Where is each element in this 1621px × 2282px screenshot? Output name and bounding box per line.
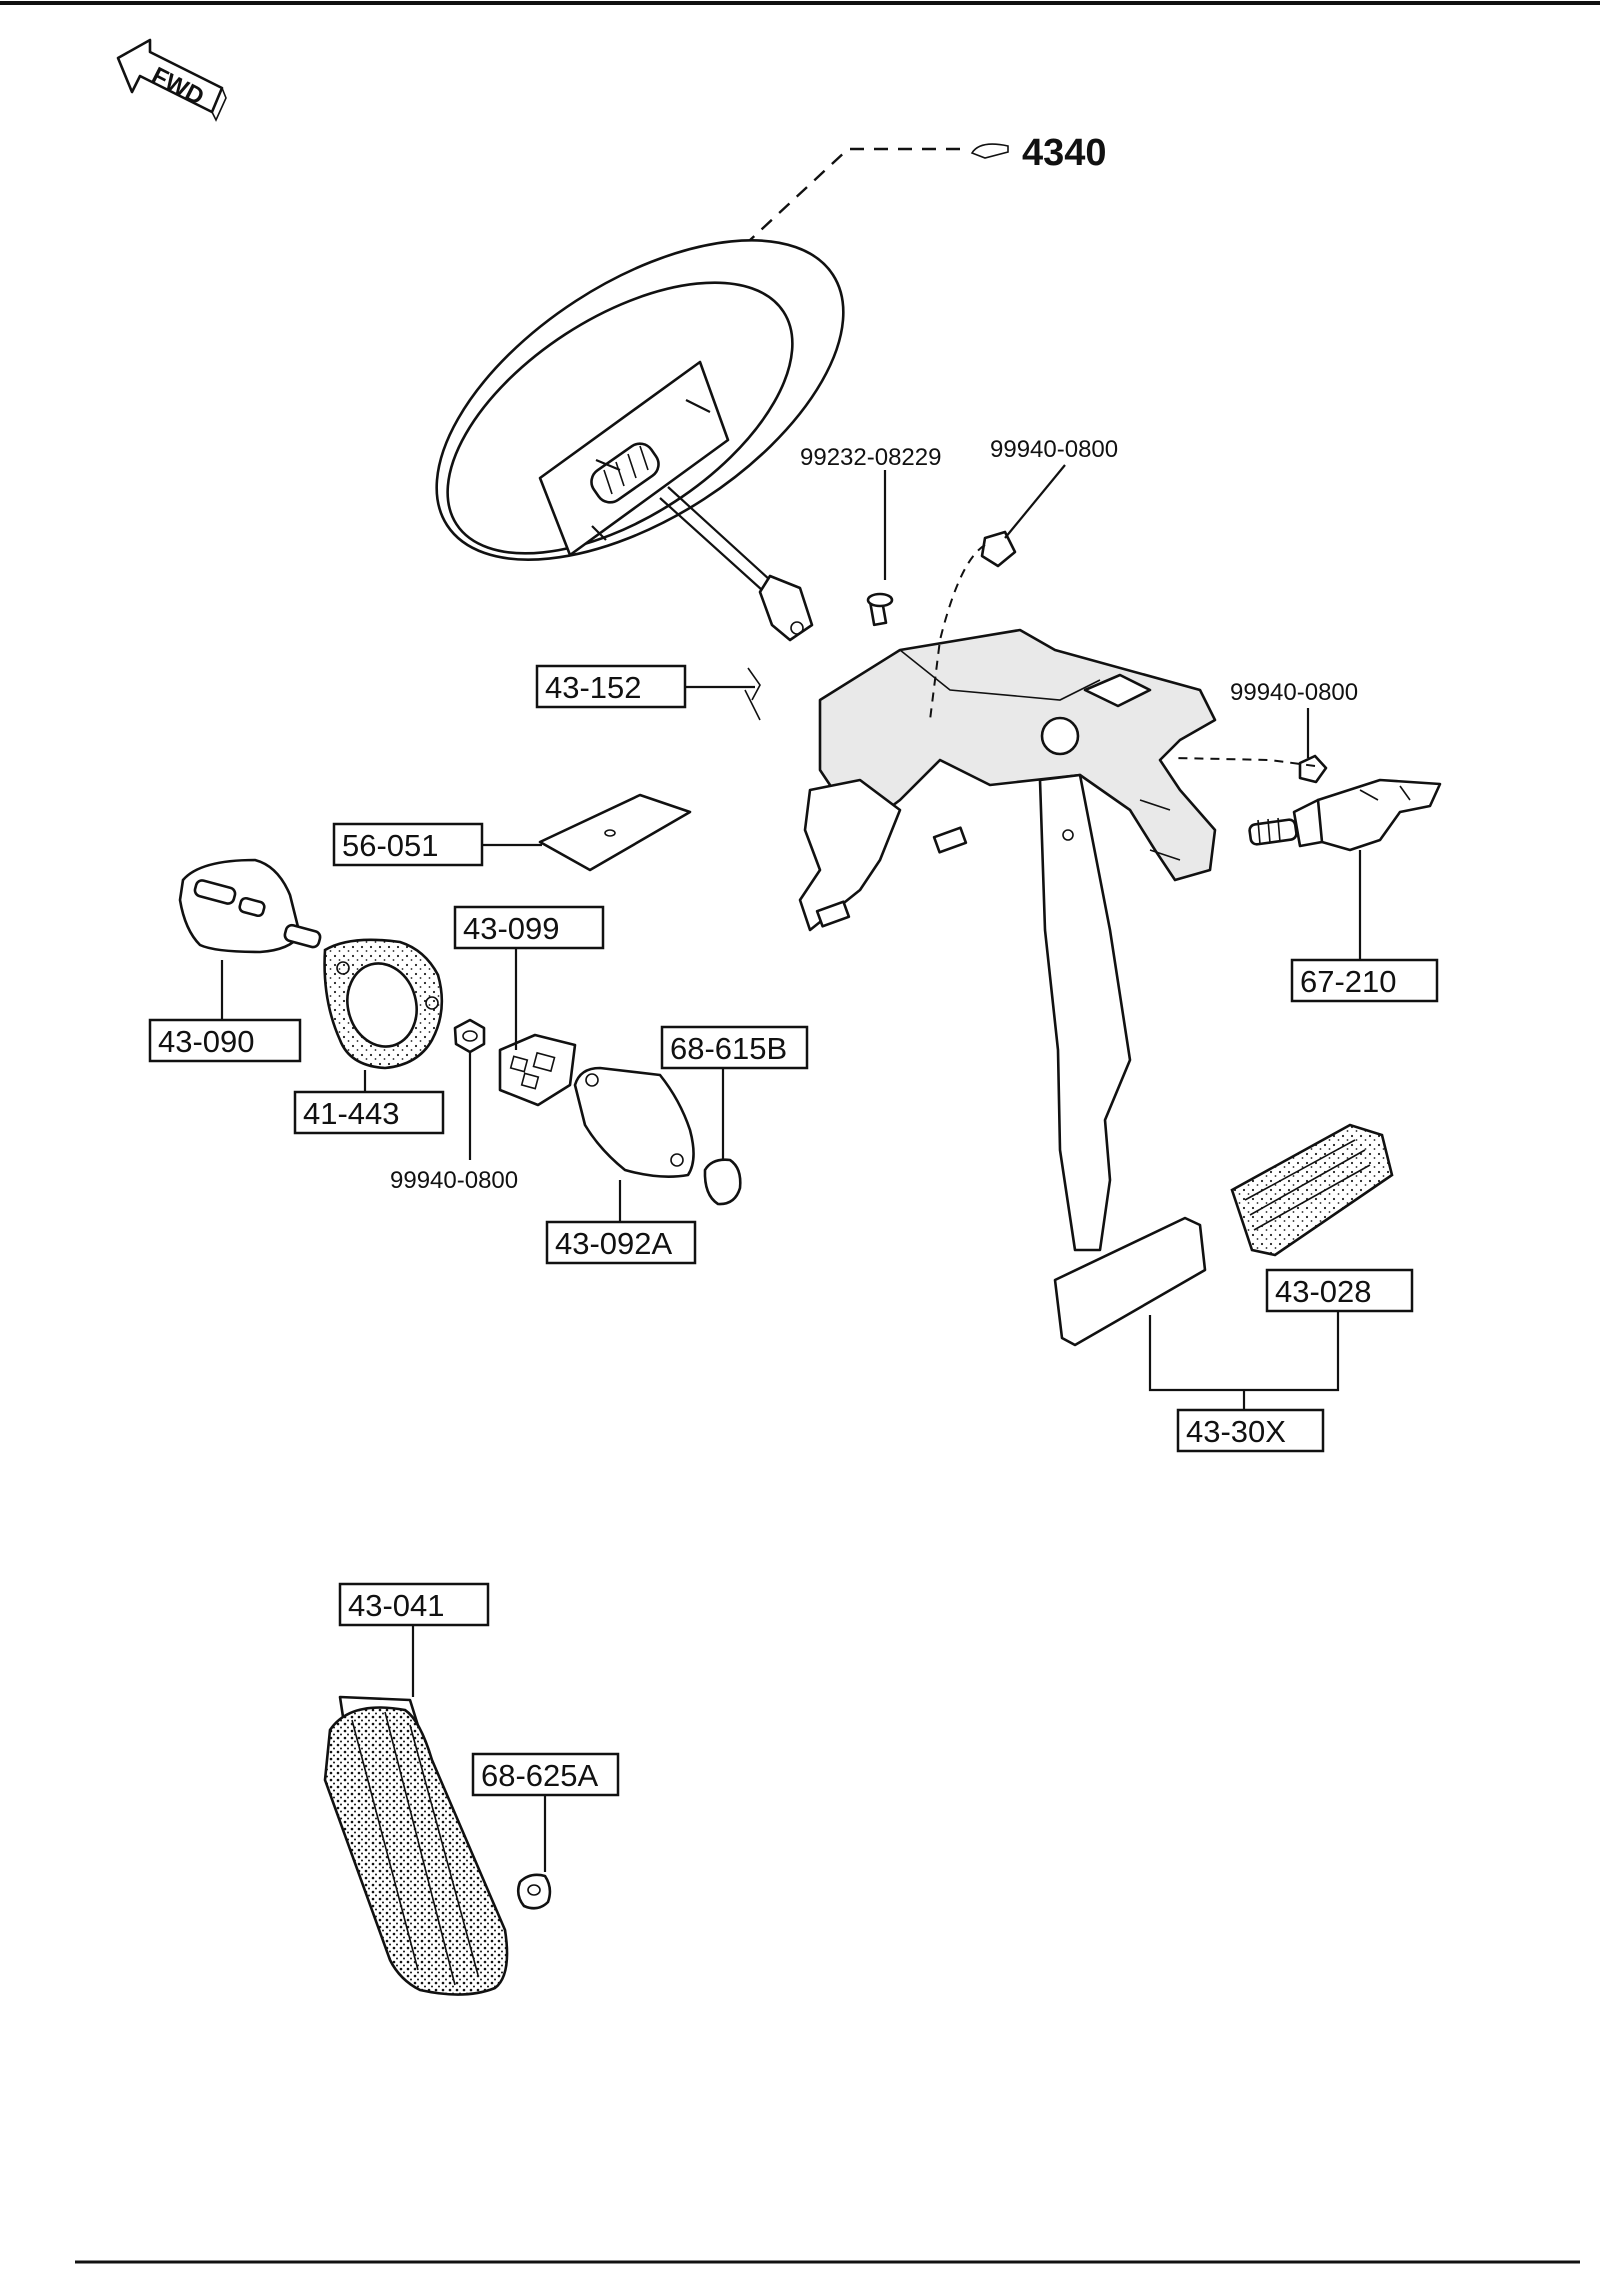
svg-text:43-30X: 43-30X — [1186, 1414, 1286, 1449]
callout-41-443: 41-443 — [293, 1090, 445, 1135]
callout-67-210: 67-210 — [1290, 958, 1439, 1003]
svg-text:43-092A: 43-092A — [555, 1226, 673, 1261]
callout-43-041: 43-041 — [338, 1582, 490, 1627]
svg-text:56-051: 56-051 — [342, 828, 439, 863]
svg-text:43-099: 43-099 — [463, 911, 560, 946]
label-99232-08229: 99232-08229 — [800, 444, 941, 471]
callout-43-30x: 43-30X — [1176, 1408, 1325, 1453]
callout-43-099: 43-099 — [453, 905, 605, 950]
label-99940-0800-left: 99940-0800 — [390, 1167, 518, 1194]
svg-text:43-041: 43-041 — [348, 1588, 445, 1623]
svg-text:43-152: 43-152 — [545, 670, 642, 705]
gasket-drawing — [323, 938, 444, 1070]
stop-light-switch-drawing — [1248, 778, 1442, 852]
fwd-arrow-icon: FWD — [116, 38, 227, 122]
callout-56-051: 56-051 — [332, 822, 484, 867]
pointing-hand-icon — [970, 143, 1009, 159]
switch-block-drawing — [498, 1033, 577, 1107]
nut-left-drawing — [453, 1018, 486, 1054]
brake-booster-drawing — [435, 239, 845, 642]
reference-number: 4340 — [1022, 132, 1107, 174]
svg-text:43-090: 43-090 — [158, 1024, 255, 1059]
callout-43-092a: 43-092A — [545, 1220, 697, 1265]
label-99940-0800-right: 99940-0800 — [1230, 679, 1358, 706]
page-frame — [0, 1, 1600, 2264]
callout-68-615b: 68-615B — [660, 1025, 809, 1070]
accelerator-pad-drawing — [323, 1695, 552, 1996]
svg-text:67-210: 67-210 — [1300, 964, 1397, 999]
svg-text:43-028: 43-028 — [1275, 1274, 1372, 1309]
callout-68-625a: 68-625A — [471, 1752, 620, 1797]
plate-and-bushing-drawing — [573, 1066, 742, 1206]
leader-lines — [220, 464, 1362, 1872]
callout-43-090: 43-090 — [148, 1018, 302, 1063]
pedal-bracket-drawing — [798, 628, 1217, 1252]
stud-plate-drawing — [178, 858, 322, 954]
label-99940-0800-top: 99940-0800 — [990, 436, 1118, 463]
callout-43-152: 43-152 — [535, 664, 687, 709]
insulator-pad-drawing — [538, 793, 692, 872]
pedal-pads-drawing — [1053, 1123, 1394, 1347]
svg-text:41-443: 41-443 — [303, 1096, 400, 1131]
svg-text:68-615B: 68-615B — [670, 1031, 787, 1066]
bracket-fasteners — [744, 530, 1328, 928]
callout-43-028: 43-028 — [1265, 1268, 1414, 1313]
svg-text:68-625A: 68-625A — [481, 1758, 599, 1793]
